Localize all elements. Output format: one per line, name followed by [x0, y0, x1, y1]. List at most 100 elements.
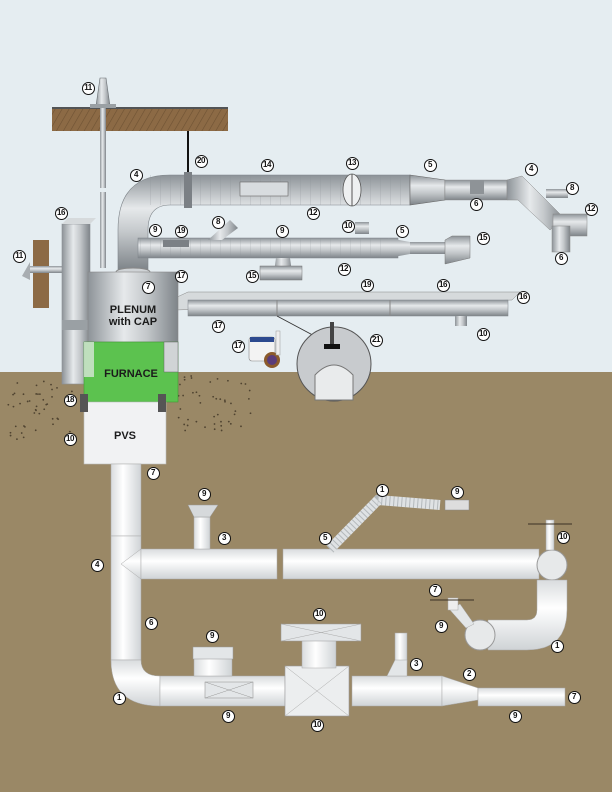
dirt-speck: [28, 400, 31, 402]
callout-tee-upper-right: 12: [584, 202, 598, 216]
callout-underground-branch: 7: [428, 583, 442, 597]
callout-wye-branch-upper-right: 8: [565, 181, 579, 195]
dirt-speck: [186, 424, 189, 427]
callout-spiral-pipe-upper: 12: [306, 206, 320, 220]
callout-box-register-left: 9: [205, 629, 219, 643]
dirt-speck: [35, 405, 38, 408]
dirt-speck: [38, 393, 41, 396]
dirt-speck: [52, 423, 54, 426]
callout-inline-register: 9: [221, 709, 235, 723]
dirt-speck: [12, 405, 15, 408]
dirt-speck: [12, 393, 14, 396]
dirt-speck: [23, 425, 25, 427]
dirt-speck: [70, 390, 73, 393]
callout-flex-end-register: 9: [450, 485, 464, 499]
callout-reducer-mid: 5: [395, 224, 409, 238]
dirt-speck: [51, 395, 53, 398]
dirt-speck: [244, 383, 247, 385]
callout-mastic-sealant: 17: [231, 339, 245, 353]
furnace-label: FURNACE: [104, 368, 158, 380]
dirt-speck: [219, 398, 222, 401]
dirt-speck: [34, 429, 37, 432]
mastic-sealant-products: [248, 330, 281, 368]
callout-branch-start: 9: [148, 223, 162, 237]
dirt-speck: [183, 423, 186, 426]
callout-pvc-reducer: 2: [462, 667, 476, 681]
roof-vent-stack: [90, 77, 116, 268]
callout-pvc-elbow-right: 1: [550, 639, 564, 653]
dirt-speck: [220, 429, 223, 432]
callout-wall-vent-hood: 16: [54, 206, 68, 220]
dirt-speck: [183, 376, 186, 379]
callout-plenum-collar: 7: [141, 280, 155, 294]
dirt-speck: [199, 401, 202, 404]
callout-access-door: 19: [174, 224, 188, 238]
dirt-speck: [177, 416, 180, 419]
dirt-speck: [249, 412, 252, 415]
callout-wye-branch: 8: [211, 215, 225, 229]
dirt-speckles: [7, 375, 252, 441]
rect-duct: [174, 291, 521, 341]
dirt-speck: [212, 395, 215, 398]
dirt-speck: [9, 434, 12, 437]
dirt-speck: [33, 412, 36, 414]
callout-elbow-upper-left: 4: [129, 168, 143, 182]
dirt-speck: [9, 431, 12, 434]
dirt-speck: [26, 400, 29, 403]
mid-branch-duct: [137, 220, 471, 281]
dirt-speck: [13, 392, 16, 395]
callout-underground-register: 9: [434, 619, 448, 633]
dirt-speck: [37, 393, 39, 396]
callout-register-riser: 3: [217, 531, 231, 545]
dirt-speck: [56, 387, 58, 389]
rect-takeoff: [239, 181, 289, 197]
dirt-speck: [216, 377, 219, 380]
boot-right: [444, 235, 471, 265]
pvs-label: PVS: [113, 430, 136, 442]
plenum-label-line1: PLENUM: [109, 304, 157, 316]
dirt-speck: [209, 381, 212, 383]
callout-flex-elbow: 1: [375, 483, 389, 497]
wall-stud: [33, 240, 49, 308]
callout-elbow-upper-right: 4: [524, 162, 538, 176]
elbow-upper-right: [506, 175, 565, 231]
dirt-speck: [179, 383, 181, 386]
callout-plenum-sealant: 17: [174, 269, 188, 283]
dirt-speck: [20, 432, 23, 434]
callout-box-top: 10: [312, 607, 326, 621]
dirt-speck: [192, 391, 194, 394]
dirt-speck: [220, 424, 223, 427]
dirt-speck: [240, 425, 242, 428]
dirt-speck: [16, 438, 18, 441]
callout-detail-circle: 21: [369, 333, 383, 347]
callout-spiral-pipe-mid: 12: [337, 262, 351, 276]
callout-rect-duct-tap: 10: [476, 327, 490, 341]
dirt-speck: [213, 428, 216, 431]
wall-vent: [22, 262, 66, 280]
dirt-speck: [234, 410, 237, 413]
ceiling-joist: [52, 109, 228, 131]
callout-end-cap-upper-right: 6: [554, 251, 568, 265]
dirt-speck: [187, 418, 189, 421]
dirt-speck: [42, 380, 45, 383]
duct-band: [184, 172, 192, 208]
callout-roof-vent-stack: 11: [81, 81, 95, 95]
callout-floor-register: 9: [197, 487, 211, 501]
dirt-speck: [182, 394, 185, 397]
callout-boot-right: 15: [476, 231, 490, 245]
dirt-speck: [35, 393, 38, 395]
dirt-speck: [50, 383, 52, 386]
callout-pvc-tee: 4: [90, 558, 104, 572]
dirt-speck: [240, 382, 243, 385]
dirt-speck: [216, 413, 219, 416]
callout-pvc-end-run: 9: [508, 709, 522, 723]
callout-rect-duct-end: 16: [516, 290, 530, 304]
callout-pvs-outlet: 7: [146, 466, 160, 480]
dirt-speck: [42, 398, 45, 401]
dirt-speck: [190, 377, 193, 379]
callout-damper: 13: [345, 156, 359, 170]
dirt-speck: [22, 393, 25, 396]
dirt-speck: [56, 417, 59, 420]
